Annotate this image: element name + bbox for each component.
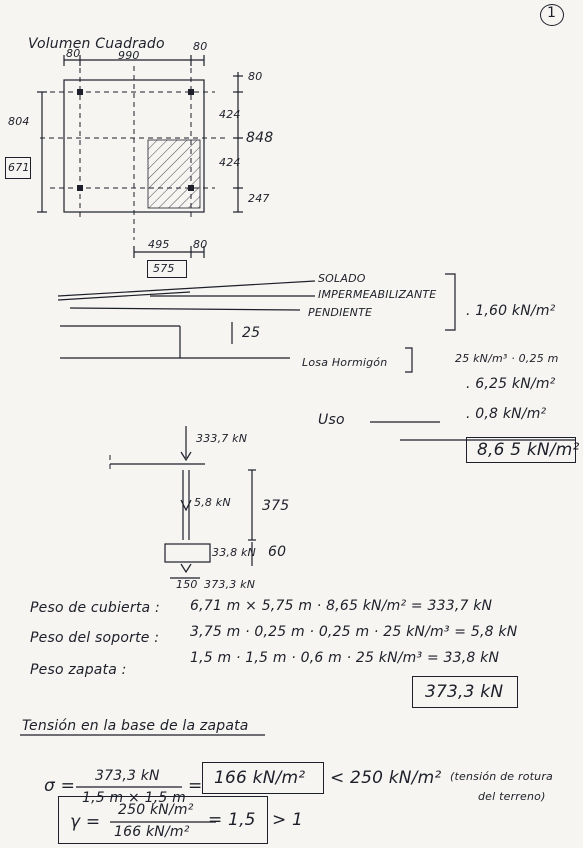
stress-result-box <box>202 762 324 794</box>
safety-result: = 1,5 <box>208 810 256 830</box>
dim-990: 990 <box>118 49 140 62</box>
layer-losa: Losa Hormigón <box>302 356 388 369</box>
dim-375: 375 <box>262 498 290 514</box>
val-losa: . 6,25 kN/m² <box>466 376 556 392</box>
weights-total-box <box>412 676 518 708</box>
layer-impermeabilizante: IMPERMEABILIZANTE <box>318 288 437 301</box>
layer-pendiente: PENDIENTE <box>308 306 373 319</box>
dim-25: 25 <box>242 325 261 341</box>
tributary-area <box>147 139 201 209</box>
stress-result: 166 kN/m² <box>214 768 306 788</box>
load-total: 8,6 5 kN/m² <box>477 440 580 460</box>
dim-80-side: 80 <box>248 70 263 83</box>
losa-brace <box>405 347 413 373</box>
dim-424-bottom: 424 <box>219 156 241 169</box>
plan-title: Volumen Cuadrado <box>28 36 165 52</box>
total-box <box>466 437 576 463</box>
dim-575: 575 <box>153 262 175 275</box>
dim-80-left: 80 <box>66 47 81 60</box>
dim-804: 804 <box>8 115 30 128</box>
column-mark <box>188 89 194 95</box>
weight-row2-label: Peso del soporte : <box>30 630 160 646</box>
dim-424-top: 424 <box>219 108 241 121</box>
weight-row3-label: Peso zapata : <box>30 662 127 678</box>
weights-total: 373,3 kN <box>425 682 504 702</box>
load-mid: 5,8 kN <box>194 496 231 509</box>
stress-note-1: (tensión de rotura <box>450 770 553 783</box>
weight-row1-label: Peso de cubierta : <box>30 600 160 616</box>
load-total-base: 373,3 kN <box>204 578 256 591</box>
load-base: 33,8 kN <box>212 546 256 559</box>
dim-671-box <box>5 157 31 179</box>
val-uso: . 0,8 kN/m² <box>466 406 547 422</box>
dim-848: 848 <box>246 130 274 146</box>
layer-solado-line <box>57 280 316 297</box>
safety-denominator: 166 kN/m² <box>114 824 190 840</box>
stress-sigma: σ = <box>44 776 76 796</box>
column-mark <box>77 185 83 191</box>
page-number: 1 <box>547 5 557 21</box>
column-mark <box>77 89 83 95</box>
safety-gamma: γ = <box>70 812 101 832</box>
dim-575-box <box>147 260 187 278</box>
layer-pendiente-line <box>69 307 301 311</box>
val-losa-calc: 25 kN/m³ · 0,25 m <box>455 352 559 365</box>
page-number-circle <box>540 4 564 26</box>
layers-brace <box>445 273 456 331</box>
dim-80-right: 80 <box>193 40 208 53</box>
weight-row1-expr: 6,71 m × 5,75 m · 8,65 kN/m² = 333,7 kN <box>190 598 493 614</box>
dim-495: 495 <box>148 238 170 251</box>
layer-solado: SOLADO <box>318 272 366 285</box>
safety-numerator: 250 kN/m² <box>118 802 194 818</box>
dim-60: 60 <box>268 544 287 560</box>
stress-equals: = <box>188 776 203 796</box>
stress-denominator: 1,5 m × 1,5 m <box>82 790 186 806</box>
column-mark <box>188 185 194 191</box>
weight-row3-expr: 1,5 m · 1,5 m · 0,6 m · 25 kN/m³ = 33,8 … <box>190 650 500 666</box>
weight-row2-expr: 3,75 m · 0,25 m · 0,25 m · 25 kN/m³ = 5,… <box>190 624 518 640</box>
safety-compare: > 1 <box>272 810 304 830</box>
uso-label: Uso <box>318 412 345 428</box>
dim-671: 671 <box>8 161 30 174</box>
dim-150: 150 <box>176 578 198 591</box>
safety-box <box>58 796 268 844</box>
layer-impermeabilizante-line <box>57 291 191 301</box>
load-top: 333,7 kN <box>196 432 248 445</box>
stress-compare: < 250 kN/m² <box>330 768 442 788</box>
dim-80-bottom: 80 <box>193 238 208 251</box>
stress-note-2: del terreno) <box>478 790 546 803</box>
val-finishes: . 1,60 kN/m² <box>466 303 556 319</box>
stress-numerator: 373,3 kN <box>95 768 160 784</box>
footing <box>164 543 211 563</box>
dim-247: 247 <box>248 192 270 205</box>
stress-title: Tensión en la base de la zapata <box>22 718 249 734</box>
